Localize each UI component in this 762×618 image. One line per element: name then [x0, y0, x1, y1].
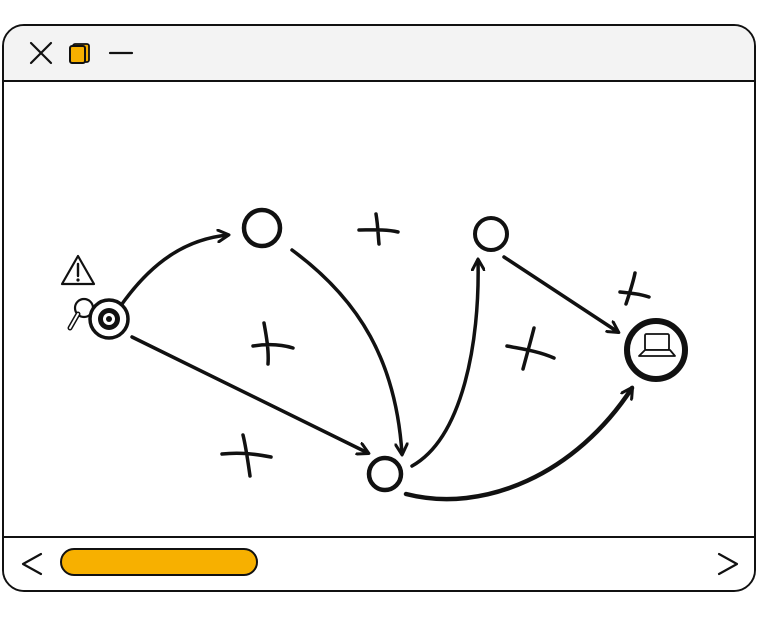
- title-bar: [4, 26, 754, 82]
- end-node[interactable]: [624, 318, 688, 382]
- laptop-icon: [638, 333, 676, 357]
- edge-start-to-node-top-left: [120, 235, 228, 306]
- scroll-thumb[interactable]: [60, 548, 258, 576]
- close-button[interactable]: [28, 40, 54, 66]
- edge-node-bottom-to-node-top-right: [410, 260, 478, 468]
- scroll-left-button[interactable]: [18, 550, 46, 578]
- edge-node-top-left-to-node-bottom: [290, 248, 402, 454]
- warning-icon: [60, 254, 96, 286]
- horizontal-scrollbar: [4, 536, 754, 590]
- blocked-mark-icon: [220, 433, 273, 478]
- chevron-right-icon: [717, 552, 739, 576]
- restore-button[interactable]: [67, 40, 93, 66]
- scroll-right-button[interactable]: [714, 550, 742, 578]
- node-bottom[interactable]: [366, 455, 404, 493]
- scroll-track[interactable]: [60, 548, 698, 580]
- edge-node-bottom-to-node-end: [403, 388, 635, 502]
- close-icon: [29, 41, 53, 65]
- chevron-left-icon: [21, 552, 43, 576]
- minimize-button[interactable]: [108, 40, 134, 66]
- blocked-mark-icon: [505, 326, 556, 371]
- node-top-left[interactable]: [241, 207, 283, 249]
- blocked-mark-icon: [618, 271, 651, 306]
- minimize-icon: [108, 51, 134, 55]
- restore-icon: [69, 43, 90, 64]
- eye-icon: [98, 308, 120, 330]
- flow-canvas: [4, 82, 754, 536]
- edge-start-to-node-bottom: [130, 335, 368, 453]
- start-node[interactable]: [88, 298, 130, 340]
- edge-node-top-right-to-node-end: [502, 255, 618, 332]
- flow-diagram: [60, 207, 688, 502]
- app-window: [2, 24, 756, 592]
- blocked-mark-icon: [357, 212, 400, 246]
- blocked-mark-icon: [251, 321, 295, 366]
- node-top-right[interactable]: [473, 216, 509, 252]
